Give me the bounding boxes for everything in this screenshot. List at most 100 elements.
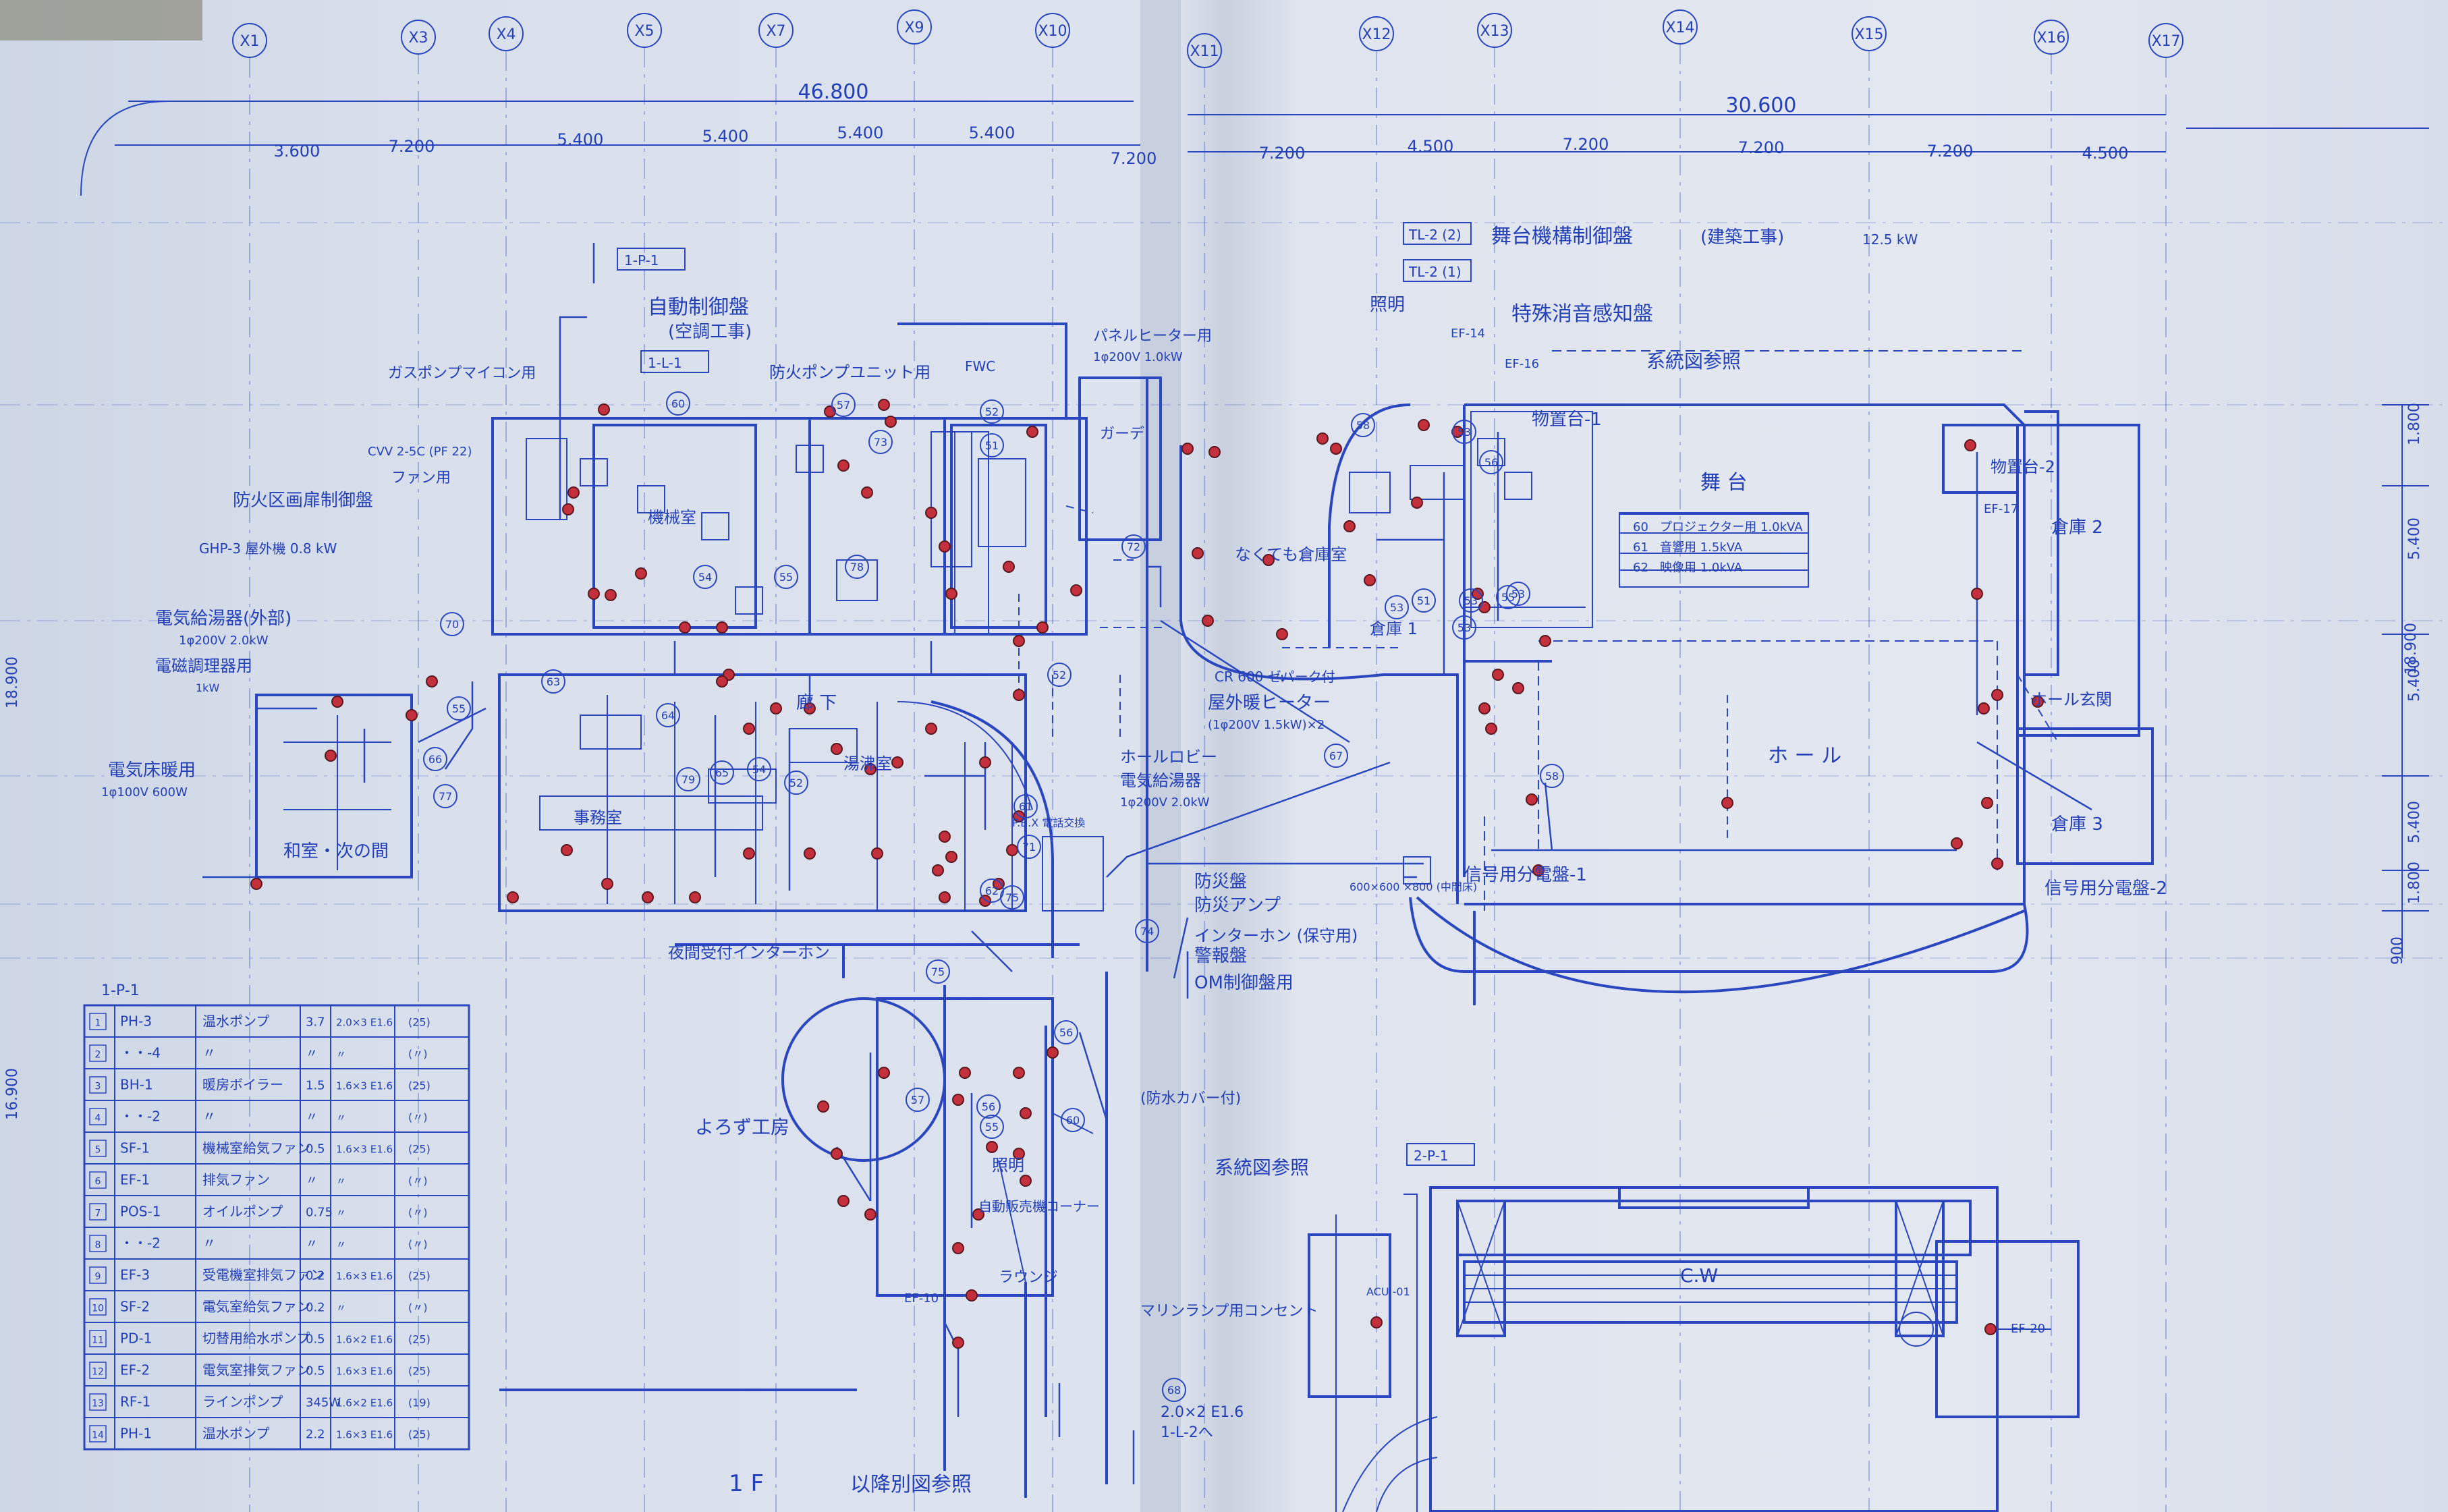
note-fire-panel: 防災盤 bbox=[1194, 872, 1247, 892]
circuit-number-label: 51 bbox=[985, 439, 999, 452]
circuit-number-ring bbox=[980, 399, 1004, 424]
note-cable-tag: 1-L-2へ bbox=[1161, 1424, 1213, 1441]
circuit-number-ring bbox=[1047, 663, 1072, 687]
room-cw: C.W bbox=[1680, 1264, 1718, 1287]
outlet-dot bbox=[642, 891, 654, 903]
circuit-number-label: 66 bbox=[428, 753, 442, 766]
equipment-row-kw: 〃 bbox=[306, 1111, 318, 1125]
note-continue: 以降別図参照 bbox=[850, 1473, 972, 1496]
outlet-dot bbox=[1026, 426, 1038, 438]
vdim-5: 1.800 bbox=[2406, 862, 2423, 904]
equipment-row-number-box bbox=[89, 1393, 107, 1411]
outlet-dot bbox=[743, 723, 755, 735]
circuit-number-label: 67 bbox=[1329, 750, 1343, 762]
outlet-dot bbox=[952, 1242, 964, 1254]
outlet-dot bbox=[601, 878, 613, 890]
outlet-dot bbox=[1472, 588, 1484, 600]
circuit-number-ring bbox=[423, 747, 447, 771]
equipment-row-code: SF-1 bbox=[120, 1140, 150, 1156]
outlet-dot bbox=[986, 1141, 998, 1153]
note-elec-floor: 電気床暖用 bbox=[108, 760, 196, 781]
circuit-number-ring bbox=[656, 703, 680, 727]
outlet-dot bbox=[1951, 837, 1963, 849]
room-management: 事務室 bbox=[574, 808, 622, 827]
outlet-dot bbox=[588, 588, 600, 600]
equipment-row-number-box bbox=[89, 1044, 107, 1062]
equipment-row-pipe: (25) bbox=[408, 1143, 430, 1156]
equipment-row-pipe: (25) bbox=[408, 1365, 430, 1378]
circuit-number-label: 55 bbox=[452, 702, 466, 715]
equipment-row-code: POS-1 bbox=[120, 1204, 161, 1220]
note-dist-board-1: 信号用分電盤-1 bbox=[1464, 865, 1587, 885]
dashed-runs bbox=[1018, 505, 2059, 843]
note-gas-pump: ガスポンプマイコン用 bbox=[388, 365, 536, 382]
outlet-dot bbox=[562, 503, 574, 515]
note-intercom: インターホン (保守用) bbox=[1194, 926, 1358, 945]
projector-line-3: 映像用 1.0kVA bbox=[1660, 561, 1743, 575]
note-elec-cooking: 電磁調理器用 bbox=[155, 656, 252, 675]
note-dist-board-2: 信号用分電盤-2 bbox=[2044, 878, 2167, 899]
floor-label: 1 F bbox=[729, 1470, 764, 1497]
left-wing-walls bbox=[255, 323, 1162, 1498]
equipment-row-code: SF-2 bbox=[120, 1299, 150, 1315]
outlet-dot bbox=[1036, 621, 1049, 634]
grid-axis-label: X15 bbox=[1854, 26, 1883, 43]
equipment-row-cable: 1.6×3 E1.6 bbox=[336, 1366, 393, 1378]
equipment-row-code: EF-3 bbox=[120, 1267, 150, 1283]
equipment-row-kw: 〃 bbox=[306, 1237, 318, 1252]
grid-axis-label: X7 bbox=[766, 23, 785, 40]
tag-p2: 2-P-1 bbox=[1414, 1148, 1449, 1164]
grid-axis-label: X9 bbox=[904, 20, 924, 36]
circuit-number-label: 56 bbox=[982, 1100, 995, 1113]
circuit-number-label: 71 bbox=[1022, 841, 1036, 853]
room-hall-lobby: ホールロビー bbox=[1120, 748, 1217, 766]
circuit-number-label: 75 bbox=[931, 965, 945, 978]
outlet-dot bbox=[993, 878, 1005, 890]
outlet-dot bbox=[925, 723, 937, 735]
circuit-number-label: 64 bbox=[661, 709, 675, 722]
outlet-dot bbox=[1418, 419, 1430, 431]
circuit-number-ring bbox=[440, 612, 464, 636]
outlet-dot bbox=[1316, 432, 1329, 445]
outlet-dot bbox=[1991, 858, 2003, 870]
equipment-row-name: 電気室排気ファン bbox=[202, 1362, 310, 1378]
equipment-row-number: 7 bbox=[95, 1208, 101, 1219]
outlet-dot bbox=[861, 486, 873, 499]
equipment-row-kw: 3.7 bbox=[306, 1015, 325, 1030]
room-stage: 舞 台 bbox=[1700, 471, 1748, 495]
outlet-dot bbox=[831, 1148, 843, 1160]
outlet-dot bbox=[952, 1337, 964, 1349]
left-wing-detail bbox=[283, 431, 1104, 1283]
note-ghp: GHP-3 屋外機 0.8 kW bbox=[199, 540, 337, 557]
note-elec-water: 電気給湯器 bbox=[1120, 771, 1201, 790]
outlet-dot bbox=[1202, 615, 1214, 627]
equipment-row-code: BH-1 bbox=[120, 1077, 153, 1093]
equipment-row-name: 温水ポンプ bbox=[202, 1426, 269, 1442]
equipment-row-number-box bbox=[89, 1203, 107, 1221]
circuit-number-label: 72 bbox=[1127, 540, 1140, 553]
outlet-dot bbox=[831, 743, 843, 755]
span-dim-label: 5.400 bbox=[557, 130, 604, 149]
circuit-number-ring bbox=[980, 433, 1004, 457]
outlet-markers bbox=[250, 399, 2044, 1349]
equipment-row-code: ・・-2 bbox=[120, 1235, 161, 1252]
projector-line-1: プロジェクター用 1.0kVA bbox=[1660, 520, 1803, 534]
note-lighting: 照明 bbox=[1370, 295, 1405, 315]
span-dim-label: 7.200 bbox=[1259, 144, 1306, 163]
grid-axis-label: X4 bbox=[496, 26, 516, 43]
outlet-dot bbox=[804, 847, 816, 860]
equipment-row-number: 3 bbox=[95, 1082, 101, 1092]
vdim-7: 18.900 bbox=[4, 656, 21, 708]
outlet-dot bbox=[1006, 844, 1018, 856]
outlet-dot bbox=[1532, 864, 1545, 876]
projector-line-2: 音響用 1.5kVA bbox=[1660, 540, 1743, 555]
vdim-2: 5.400 bbox=[2406, 517, 2423, 560]
room-corridor: 廊 下 bbox=[796, 693, 837, 713]
circuit-number-ring bbox=[747, 757, 771, 781]
equipment-row-number: 13 bbox=[92, 1399, 104, 1409]
equipment-row-cable: 〃 bbox=[336, 1239, 346, 1251]
note-ef17: EF-17 bbox=[1984, 502, 2018, 516]
outlet-dot bbox=[1020, 1175, 1032, 1187]
